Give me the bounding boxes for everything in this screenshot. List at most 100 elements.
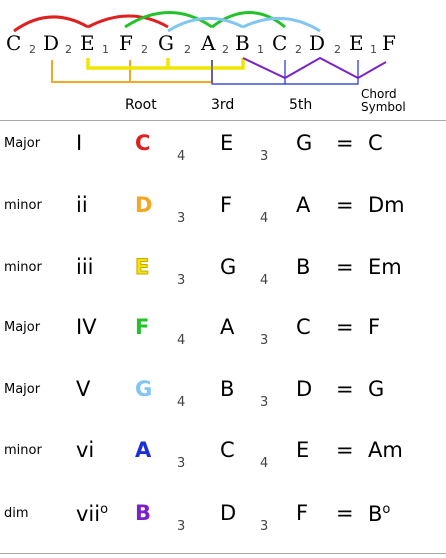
interval-third-fifth: 3 [260,395,269,410]
bracket-yellow [86,58,245,70]
arc-lightblue-2 [242,17,321,33]
roman-numeral: viio [76,502,109,526]
chord-row: dim viio B 3 D 3 F = Bo [0,498,446,558]
chord-quality: minor [4,198,42,213]
chord-root: C [135,131,151,155]
diminished-symbol: o [382,502,391,517]
equals-sign: = [336,501,354,525]
arc-red-1 [13,15,89,33]
scale-note: F [119,31,133,55]
scale-step: 1 [370,43,377,56]
chord-symbol: F [368,315,381,339]
scale-step: 2 [222,43,229,56]
interval-root-third: 3 [177,211,186,226]
chord-fifth: G [296,131,313,155]
chord-fifth: F [296,501,309,525]
chord-third: D [220,501,237,525]
interval-third-fifth: 4 [260,273,269,288]
bracket-orange [51,60,213,83]
chord-row: minor ii D 3 F 4 A = Dm [0,190,446,250]
chord-fifth: C [296,315,311,339]
interval-third-fifth: 3 [260,519,269,534]
chord-quality: Major [4,136,41,151]
scale-step: 2 [65,43,72,56]
chord-quality: Major [4,382,41,397]
interval-third-fifth: 4 [260,211,269,226]
chord-symbol: Dm [368,193,405,217]
interval-root-third: 3 [177,456,186,471]
chord-symbol: Am [368,438,403,462]
scale-note: C [6,31,22,55]
arc-red-2 [87,14,169,29]
zig-purple [242,56,387,80]
arc-lightblue-1 [167,17,244,33]
scale-step: 2 [184,43,191,56]
scale-step: 2 [141,43,148,56]
scale-diagram-arcs [13,11,387,85]
chord-third: G [220,255,237,279]
roman-numeral: ii [76,193,88,217]
scale-note: F [382,31,396,55]
equals-sign: = [336,315,354,339]
scale-note: C [272,31,288,55]
chord-quality: minor [4,443,42,458]
scale-note: D [309,31,326,55]
scale-step: 1 [257,43,264,56]
chord-quality: Major [4,320,41,335]
scale-note: B [235,31,250,55]
chord-quality: minor [4,260,42,275]
header-fifth: 5th [289,97,313,113]
top-divider [0,120,446,121]
chord-row: minor iii E 3 G 4 B = Em [0,252,446,312]
equals-sign: = [336,377,354,401]
chord-symbol: C [368,131,383,155]
chord-root: F [135,315,150,339]
chord-fifth: B [296,255,311,279]
interval-root-third: 3 [177,519,186,534]
interval-root-third: 3 [177,273,186,288]
scale-note: A [201,31,216,55]
roman-numeral: IV [76,315,97,339]
equals-sign: = [336,255,354,279]
bottom-divider [0,553,446,554]
chord-fifth: A [296,193,311,217]
scale-step: 2 [334,43,341,56]
equals-sign: = [336,131,354,155]
chord-symbol: Em [368,255,402,279]
chord-root: E [134,255,150,279]
roman-numeral: vi [76,438,95,462]
chord-root: D [135,193,153,217]
interval-root-third: 4 [177,333,186,348]
chord-fifth: E [296,438,310,462]
chord-root: B [135,501,152,525]
equals-sign: = [336,438,354,462]
chord-quality: dim [4,506,29,521]
arc-green-1 [124,11,213,29]
scale-step: 2 [29,43,36,56]
roman-numeral: V [76,377,91,401]
chord-root: A [135,438,152,462]
interval-third-fifth: 3 [260,149,269,164]
scale-note: E [80,31,95,55]
roman-numeral: iii [76,255,94,279]
diminished-symbol: o [100,502,109,517]
chord-symbol: Bo [368,502,391,526]
header-root: Root [125,97,157,113]
chord-third: B [220,377,235,401]
chord-root: G [135,377,153,401]
chord-third: F [220,193,233,217]
roman-numeral: I [76,131,83,155]
equals-sign: = [336,193,354,217]
scale-step: 2 [295,43,302,56]
interval-third-fifth: 4 [260,456,269,471]
scale-step: 1 [102,43,109,56]
scale-note: D [43,31,60,55]
interval-root-third: 4 [177,395,186,410]
header-chord-symbol: Chord Symbol [361,87,406,115]
chord-fifth: D [296,377,313,401]
header-third: 3rd [211,97,235,113]
chord-third: E [220,131,234,155]
